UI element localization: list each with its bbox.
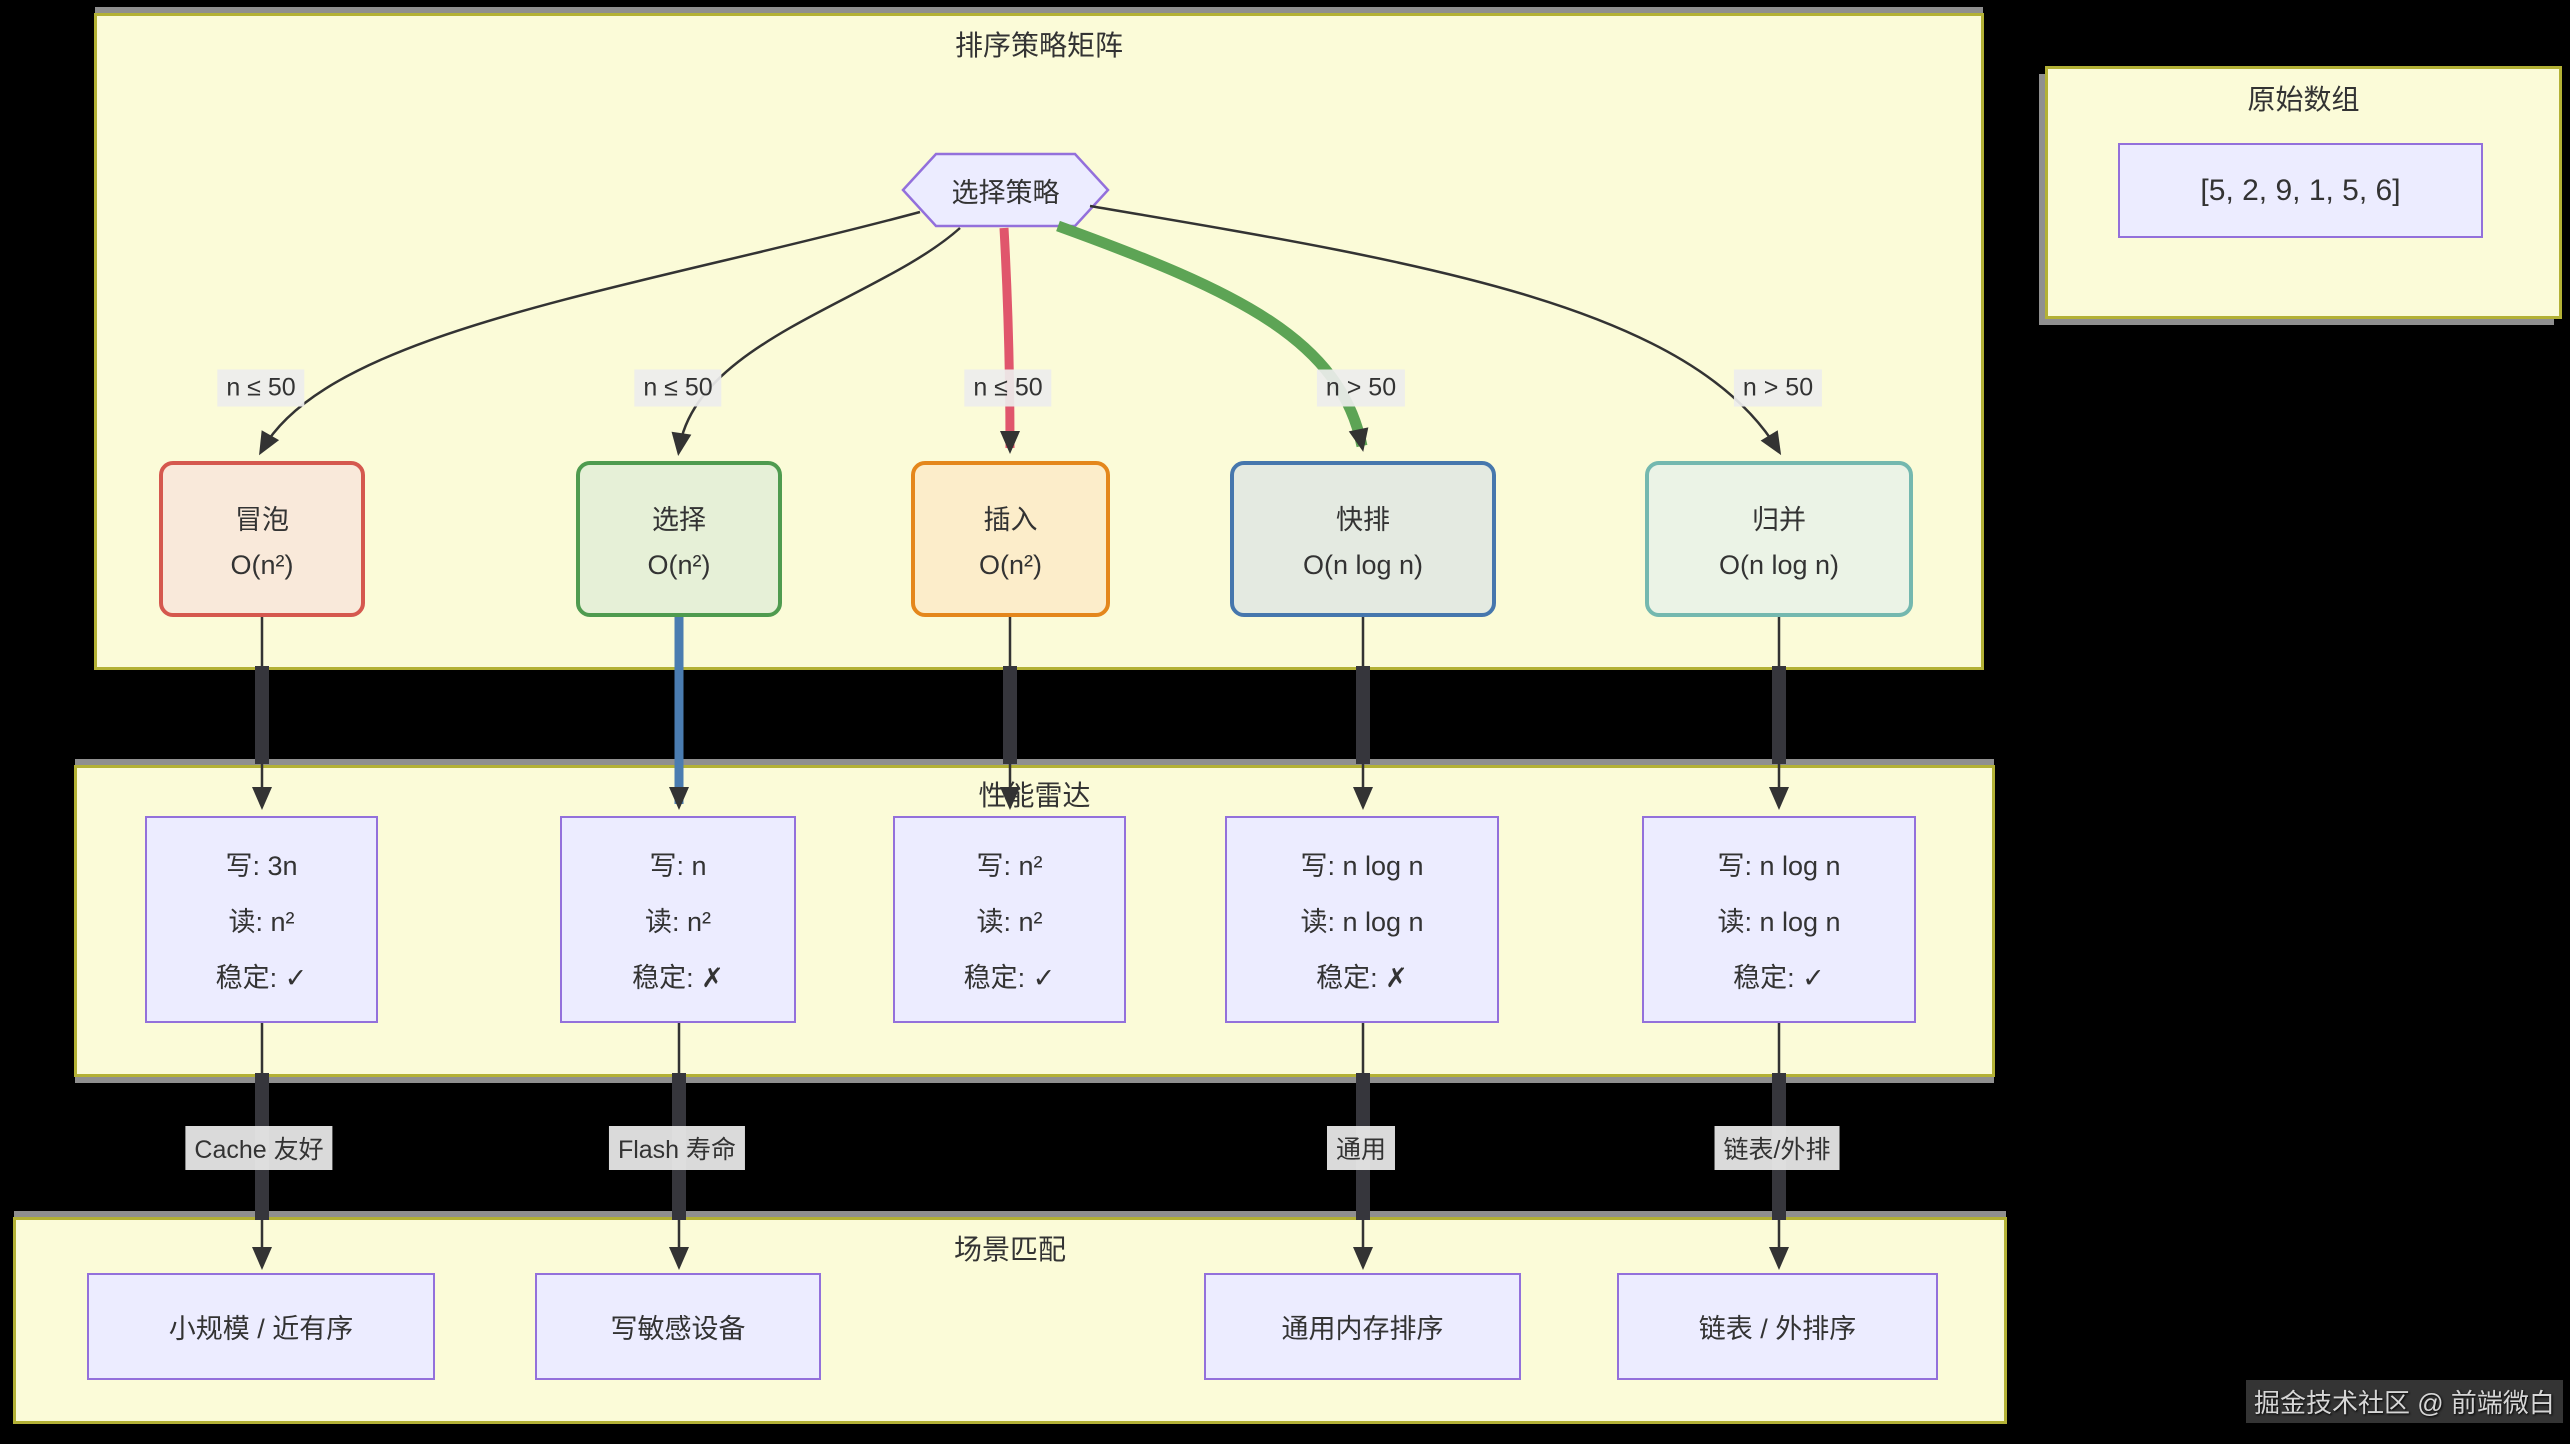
node-bubble-name: 冒泡 xyxy=(235,504,289,535)
node-original-array: [5, 2, 9, 1, 5, 6] xyxy=(2118,143,2483,238)
scenario-small-scale-label: 小规模 / 近有序 xyxy=(168,1314,354,1344)
stats-quick-stable: 稳定: ✗ xyxy=(1316,963,1408,993)
node-quick-complexity: O(n log n) xyxy=(1302,549,1424,580)
scenario-general-memory-label: 通用内存排序 xyxy=(1281,1314,1444,1344)
tag-linkedlist-external: 链表/外排 xyxy=(1714,1126,1840,1170)
stats-insertion-stable: 稳定: ✓ xyxy=(963,963,1056,993)
stats-insertion-read: 读: n² xyxy=(976,907,1043,937)
stats-selection-read: 读: n² xyxy=(644,907,711,937)
stats-quick-read: 读: n log n xyxy=(1300,907,1424,937)
edge-label-insertion: n ≤ 50 xyxy=(964,369,1052,407)
node-stats-bubble: 写: 3n 读: n² 稳定: ✓ xyxy=(145,816,378,1023)
node-stats-insertion: 写: n² 读: n² 稳定: ✓ xyxy=(893,816,1126,1023)
stats-bubble-stable: 稳定: ✓ xyxy=(215,963,308,993)
edge-decision-to-selection xyxy=(671,227,961,456)
node-insertion-sort: 插入 O(n²) xyxy=(911,461,1110,617)
original-array-value: [5, 2, 9, 1, 5, 6] xyxy=(2200,173,2401,207)
stats-merge-read: 读: n log n xyxy=(1717,907,1841,937)
node-selection-complexity: O(n²) xyxy=(647,549,711,580)
tag-general: 通用 xyxy=(1326,1126,1396,1170)
node-selection-name: 选择 xyxy=(652,504,706,535)
stats-selection-write: 写: n xyxy=(649,851,707,881)
node-quick-sort: 快排 O(n log n) xyxy=(1230,461,1496,617)
node-quick-name: 快排 xyxy=(1336,504,1390,535)
edge-decision-to-quick xyxy=(1056,220,1369,452)
node-bubble-complexity: O(n²) xyxy=(230,549,294,580)
stats-merge-stable: 稳定: ✓ xyxy=(1733,963,1825,993)
edge-label-bubble: n ≤ 50 xyxy=(217,369,305,407)
node-stats-selection: 写: n 读: n² 稳定: ✗ xyxy=(560,816,796,1023)
node-merge-name: 归并 xyxy=(1752,504,1806,535)
watermark: 掘金技术社区 @ 前端微白 xyxy=(2246,1380,2563,1423)
node-stats-merge: 写: n log n 读: n log n 稳定: ✓ xyxy=(1642,816,1916,1023)
node-bubble-sort: 冒泡 O(n²) xyxy=(159,461,365,617)
node-insertion-complexity: O(n²) xyxy=(979,549,1042,580)
node-scenario-small-scale: 小规模 / 近有序 xyxy=(87,1273,435,1380)
stats-selection-stable: 稳定: ✗ xyxy=(632,963,724,993)
performance-section-title: 性能雷达 xyxy=(978,780,1091,811)
node-stats-quick: 写: n log n 读: n log n 稳定: ✗ xyxy=(1225,816,1499,1023)
scenario-write-sensitive-label: 写敏感设备 xyxy=(610,1314,746,1344)
edge-label-selection: n ≤ 50 xyxy=(634,369,722,407)
decision-node-label: 选择策略 xyxy=(951,177,1060,208)
stats-bubble-write: 写: 3n xyxy=(225,851,298,881)
node-scenario-linkedlist-external: 链表 / 外排序 xyxy=(1617,1273,1938,1380)
edge-decision-to-bubble xyxy=(259,210,921,456)
decision-hexagon xyxy=(901,152,1110,228)
scenario-section-title: 场景匹配 xyxy=(953,1234,1066,1265)
edge-label-merge: n > 50 xyxy=(1733,369,1823,407)
stats-bubble-read: 读: n² xyxy=(228,907,295,937)
stats-insertion-write: 写: n² xyxy=(976,851,1043,881)
strategy-section-title: 排序策略矩阵 xyxy=(954,30,1123,61)
array-section-title: 原始数组 xyxy=(2247,84,2360,115)
node-insertion-name: 插入 xyxy=(983,504,1038,535)
edge-label-quick: n > 50 xyxy=(1316,369,1406,407)
node-scenario-general-memory: 通用内存排序 xyxy=(1204,1273,1521,1380)
node-merge-sort: 归并 O(n log n) xyxy=(1645,461,1913,617)
scenario-linkedlist-external-label: 链表 / 外排序 xyxy=(1698,1314,1857,1344)
node-scenario-write-sensitive: 写敏感设备 xyxy=(535,1273,821,1380)
node-selection-sort: 选择 O(n²) xyxy=(576,461,782,617)
tag-cache-friendly: Cache 友好 xyxy=(185,1126,333,1170)
stats-quick-write: 写: n log n xyxy=(1300,851,1424,881)
edge-decision-to-insertion xyxy=(999,227,1020,454)
node-merge-complexity: O(n log n) xyxy=(1718,549,1840,580)
edge-decision-to-merge xyxy=(1089,204,1782,456)
tag-flash-lifespan: Flash 寿命 xyxy=(608,1126,746,1170)
stats-merge-write: 写: n log n xyxy=(1717,851,1841,881)
